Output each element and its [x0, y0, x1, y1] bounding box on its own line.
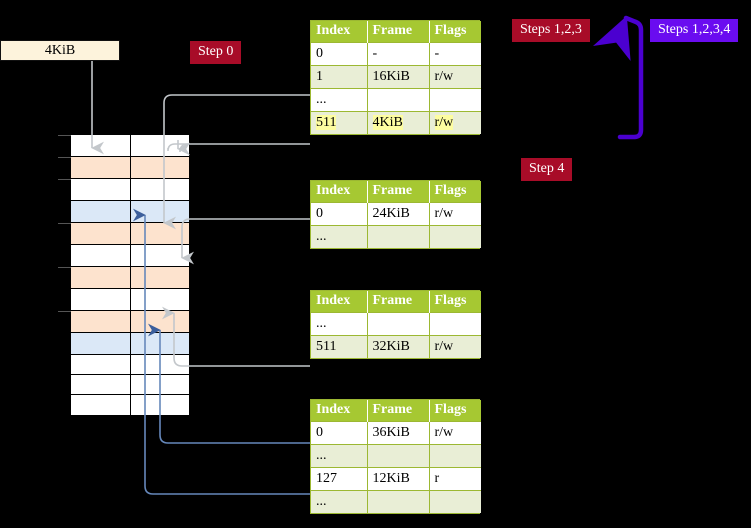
table-header-flags: Flags	[429, 400, 481, 421]
purple-bracket-arrow	[592, 15, 644, 140]
table-header-index: Index	[311, 400, 368, 421]
page-table-level-3: Index Frame Flags ... 511 32KiB r/w	[310, 290, 481, 359]
cell-flags	[429, 224, 481, 248]
cell-index: 511	[311, 110, 368, 134]
table-header-index: Index	[311, 181, 368, 202]
badge-steps-1234: Steps 1,2,3,4	[650, 19, 739, 42]
table-header-frame: Frame	[367, 400, 430, 421]
cell-frame: 16KiB	[367, 64, 430, 88]
cell-flags	[429, 311, 481, 335]
cell-index: ...	[311, 87, 368, 111]
cell-frame	[367, 443, 430, 467]
cell-frame: 12KiB	[367, 466, 430, 490]
cell-frame	[367, 311, 430, 335]
table-row: ...	[311, 443, 481, 467]
cell-flags: r/w	[429, 64, 481, 88]
cell-frame: 4KiB	[367, 110, 430, 134]
table-header-flags: Flags	[429, 21, 481, 42]
cell-flags: -	[429, 41, 481, 65]
table-row: 1 16KiB r/w	[311, 64, 481, 88]
table-header-flags: Flags	[429, 181, 481, 202]
table-header-index: Index	[311, 291, 368, 312]
cell-frame	[367, 224, 430, 248]
memory-grid-tick	[58, 267, 71, 268]
cell-index: ...	[311, 443, 368, 467]
table-row: 511 32KiB r/w	[311, 334, 481, 358]
table-header-frame: Frame	[367, 21, 430, 42]
memory-grid-tick	[58, 135, 71, 136]
memory-grid-tick	[58, 157, 71, 158]
badge-steps-123: Steps 1,2,3	[512, 19, 590, 42]
cell-frame: 24KiB	[367, 201, 430, 225]
badge-step-0-label: Step 0	[198, 44, 234, 59]
cell-frame	[367, 489, 430, 513]
memory-block-4kib: 4KiB	[0, 40, 120, 61]
memory-grid-divider	[130, 135, 131, 415]
table-row: 127 12KiB r	[311, 466, 481, 490]
cell-flags: r	[429, 466, 481, 490]
page-table-level-2: Index Frame Flags 0 24KiB r/w ...	[310, 180, 481, 249]
cell-index: 1	[311, 64, 368, 88]
cell-frame: 36KiB	[367, 420, 430, 444]
table-row: ...	[311, 489, 481, 513]
cell-index: ...	[311, 311, 368, 335]
cell-flags: r/w	[429, 201, 481, 225]
memory-block-label: 4KiB	[44, 42, 76, 58]
table-header-frame: Frame	[367, 291, 430, 312]
connector-t3-row511-to-grid	[162, 306, 310, 367]
table-row: ...	[311, 224, 481, 248]
cell-flags	[429, 443, 481, 467]
memory-grid-tick	[58, 179, 71, 180]
cell-flags	[429, 489, 481, 513]
connector-t1-row511-to-grid-a	[179, 143, 310, 153]
table-row: 0 36KiB r/w	[311, 420, 481, 444]
cell-index: ...	[311, 224, 368, 248]
cell-frame: 32KiB	[367, 334, 430, 358]
table-header-frame: Frame	[367, 181, 430, 202]
table-header-flags: Flags	[429, 291, 481, 312]
cell-flags: r/w	[429, 110, 481, 134]
cell-frame: -	[367, 41, 430, 65]
table-header-index: Index	[311, 21, 368, 42]
cell-flags: r/w	[429, 334, 481, 358]
cell-frame	[367, 87, 430, 111]
cell-index: 0	[311, 201, 368, 225]
physical-memory-grid	[70, 134, 190, 416]
cell-index: 0	[311, 41, 368, 65]
badge-step-4: Step 4	[521, 158, 573, 181]
memory-grid-tick	[58, 311, 71, 312]
page-table-level-1: Index Frame Flags 0 - - 1 16KiB r/w ...	[310, 20, 481, 135]
table-row: 511 4KiB r/w	[311, 110, 481, 134]
table-row: 0 24KiB r/w	[311, 201, 481, 225]
cell-flags	[429, 87, 481, 111]
badge-steps-123-label: Steps 1,2,3	[520, 22, 582, 37]
cell-flags: r/w	[429, 420, 481, 444]
table-row: ...	[311, 87, 481, 111]
cell-index: 0	[311, 420, 368, 444]
badge-steps-1234-label: Steps 1,2,3,4	[658, 22, 731, 37]
table-row: 0 - -	[311, 41, 481, 65]
table-row: ...	[311, 311, 481, 335]
connector-t2-row0-to-grid	[181, 218, 310, 265]
page-table-level-4: Index Frame Flags 0 36KiB r/w ... 127	[310, 399, 481, 514]
badge-step-4-label: Step 4	[529, 161, 565, 176]
memory-grid-tick	[58, 223, 71, 224]
cell-index: 511	[311, 334, 368, 358]
cell-index: 127	[311, 466, 368, 490]
cell-index: ...	[311, 489, 368, 513]
badge-step-0: Step 0	[190, 41, 242, 64]
